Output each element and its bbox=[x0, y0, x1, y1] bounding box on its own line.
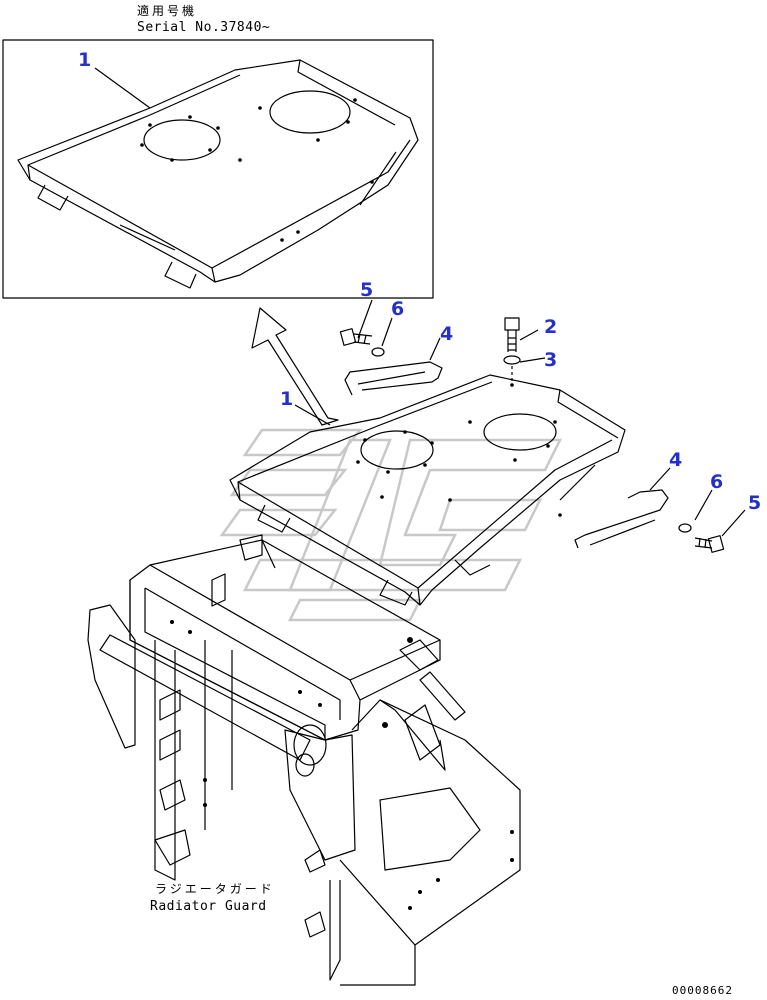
callout-4-right: 4 bbox=[669, 449, 683, 471]
callout-6-left: 6 bbox=[391, 298, 405, 320]
radiator-guard bbox=[87, 534, 521, 986]
washer-right bbox=[678, 523, 692, 533]
radiator-guard-label-en: Radiator Guard bbox=[150, 899, 267, 914]
callout-1-main: 1 bbox=[280, 388, 294, 410]
inset-cover bbox=[17, 59, 419, 289]
washer-left bbox=[371, 347, 385, 357]
bar-right bbox=[574, 489, 669, 549]
callout-2: 2 bbox=[544, 316, 558, 338]
bar-left bbox=[344, 361, 443, 396]
callout-4-left: 4 bbox=[440, 323, 454, 345]
bolt-right bbox=[694, 535, 725, 553]
radiator-guard-label-jp: ラジエータガード bbox=[155, 882, 275, 896]
callout-1-inset: 1 bbox=[78, 49, 92, 71]
callout-5-left: 5 bbox=[360, 279, 374, 301]
leader-lines bbox=[94, 67, 746, 537]
bolt-upper bbox=[504, 317, 520, 352]
callout-6-right: 6 bbox=[710, 471, 724, 493]
callout-5-right: 5 bbox=[748, 492, 762, 514]
reference-arrow bbox=[251, 307, 339, 426]
watermark-logo bbox=[219, 428, 563, 622]
inset-frame bbox=[2, 39, 434, 299]
serial-label-en: Serial No.37840~ bbox=[137, 20, 271, 35]
drawing-number: 00008662 bbox=[672, 984, 733, 997]
washer-upper bbox=[503, 355, 521, 365]
callout-3: 3 bbox=[544, 349, 558, 371]
bolt-left bbox=[339, 328, 373, 346]
serial-label-jp: 適用号機 bbox=[137, 4, 198, 18]
main-cover bbox=[229, 374, 626, 606]
